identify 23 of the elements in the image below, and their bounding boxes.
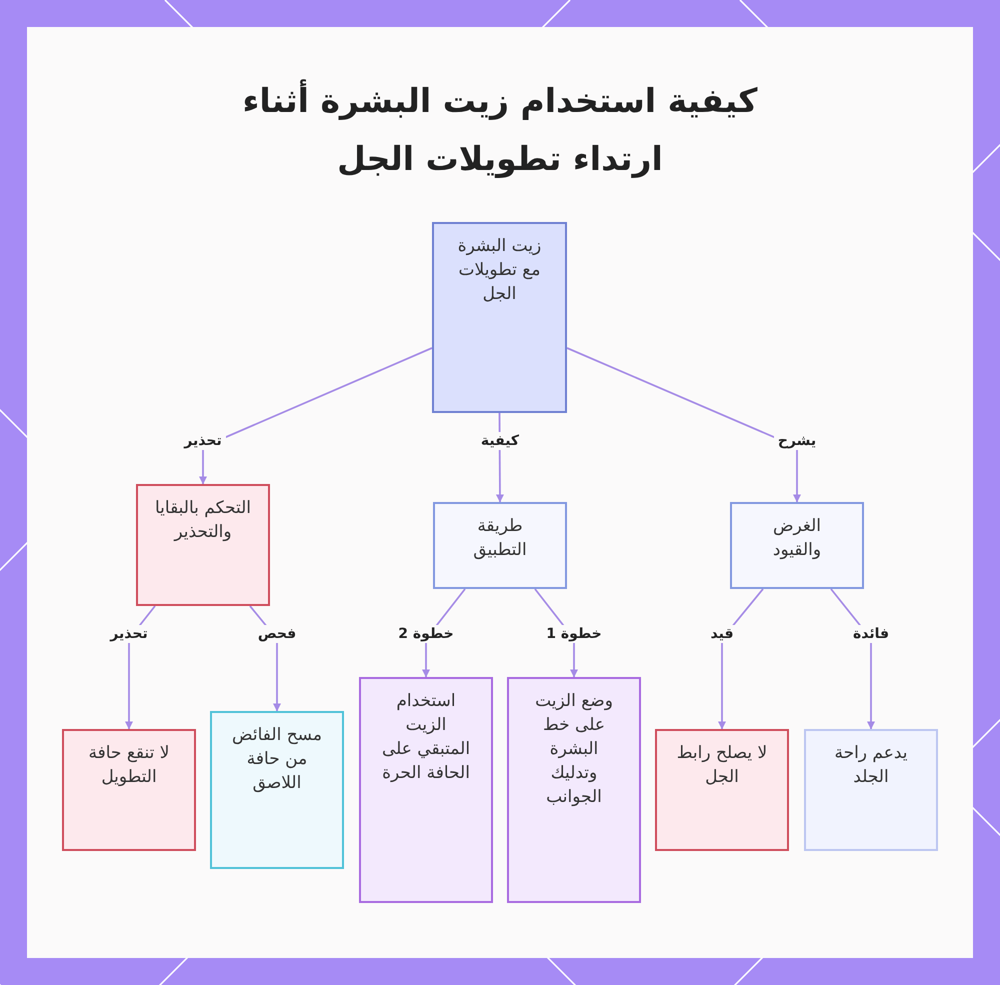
process-box	[730, 502, 864, 589]
node-text: لا يصلح رابط الجل	[676, 742, 768, 789]
arrow	[199, 347, 432, 484]
process-box	[136, 484, 270, 606]
process-box	[359, 677, 493, 903]
node-text: طريقة التطبيق	[472, 515, 528, 562]
process-box	[210, 711, 344, 869]
arrow	[566, 347, 801, 502]
node-text: الغرض والقيود	[772, 515, 822, 562]
node-text: استخدام الزيت المتبقي على الحافة الحرة	[380, 690, 472, 785]
node-text: يدعم راحة الجلد	[833, 742, 909, 789]
process-box	[655, 729, 789, 851]
process-box	[432, 222, 567, 413]
node-text: زيت البشرة مع تطويلات الجل	[456, 235, 542, 306]
process-box	[804, 729, 938, 851]
process-box	[507, 677, 641, 903]
node-text: وضع الزيت على خط البشرة وتدليك الجوانب	[534, 690, 614, 809]
process-box	[62, 729, 196, 851]
node-text: لا تنقع حافة التطويل	[88, 742, 170, 789]
diagram-title: كيفية استخدام زيت البشرة أثناء ارتداء تطويلات الجل	[242, 78, 758, 180]
node-text: التحكم بالبقايا والتحذير	[154, 497, 252, 544]
process-box	[433, 502, 567, 589]
node-text: مسح الفائض من حافة اللاصق	[231, 724, 323, 795]
